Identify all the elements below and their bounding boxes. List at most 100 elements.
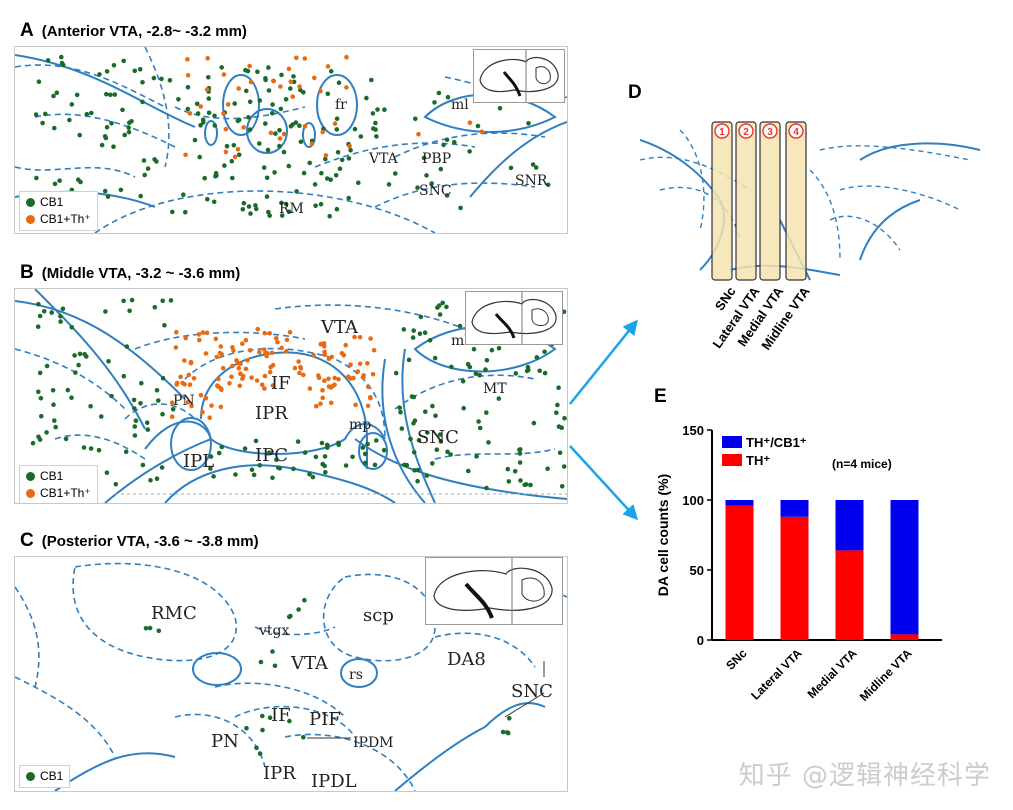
cb1-cell-dot	[294, 189, 299, 194]
panel-c-figure: RMC vtgx scp VTA rs DA8 SNC IF PIF IPDM …	[14, 556, 568, 792]
cb1-th-cell-dot	[235, 147, 241, 152]
cb1-th-cell-dot	[344, 85, 349, 90]
cb1-cell-dot	[72, 353, 77, 358]
cb1-th-cell-dot	[203, 396, 209, 401]
cb1-cell-dot	[343, 463, 349, 468]
cb1-th-cell-dot	[200, 409, 205, 415]
cb1-cell-dot	[113, 481, 119, 487]
cb1-cell-dot	[297, 123, 302, 128]
green-dot-icon	[26, 198, 35, 207]
cb1-cell-dot	[530, 162, 536, 167]
cb1-th-cell-dot	[254, 378, 260, 383]
column-number: 4	[793, 127, 799, 138]
cb1-cell-dot	[257, 98, 263, 103]
cb1-th-cell-dot	[479, 129, 485, 135]
region-label-ml: ml	[451, 333, 469, 349]
cb1-th-cell-dot	[204, 330, 210, 336]
cb1-cell-dot	[104, 470, 110, 475]
cb1-cell-dot	[444, 304, 449, 310]
panel-e-letter: E	[654, 386, 667, 407]
cb1-cell-dot	[147, 625, 153, 631]
x-tick-label: SNc	[723, 646, 750, 673]
cb1-th-cell-dot	[259, 382, 265, 387]
cb1-cell-dot	[264, 194, 270, 199]
cb1-cell-dot	[148, 478, 153, 483]
cb1-cell-dot	[121, 298, 126, 304]
cb1-cell-dot	[545, 182, 551, 188]
cb1-cell-dot	[358, 134, 364, 139]
cb1-cell-dot	[266, 450, 272, 455]
cb1-cell-dot	[60, 306, 66, 312]
panel-b-atlas-drawing: VTA ml MT PN IF IPR mp SNC IPL IPC	[15, 289, 567, 503]
cb1-cell-dot	[39, 413, 44, 419]
panel-a-atlas-inset	[473, 49, 565, 103]
region-label-pbp: PBP	[422, 151, 451, 167]
cb1-cell-dot	[140, 99, 145, 105]
cb1-cell-dot	[346, 195, 352, 201]
cb1-cell-dot	[557, 450, 563, 456]
cb1-cell-dot	[168, 298, 174, 303]
cb1-th-cell-dot	[332, 121, 338, 126]
cb1-cell-dot	[312, 182, 318, 187]
cb1-cell-dot	[245, 68, 251, 74]
cb1-cell-dot	[288, 86, 293, 91]
cb1-th-cell-dot	[257, 349, 262, 355]
cb1-th-cell-dot	[240, 341, 245, 346]
cb1-cell-dot	[36, 389, 41, 395]
cb1-th-cell-dot	[467, 120, 473, 125]
cb1-cell-dot	[436, 90, 442, 96]
cb1-cell-dot	[156, 398, 161, 403]
cb1-cell-dot	[505, 466, 511, 472]
cb1-th-cell-dot	[185, 73, 191, 78]
panel-a-legend: CB1 CB1+Th⁺	[19, 191, 98, 231]
cb1-cell-dot	[273, 131, 278, 136]
cb1-cell-dot	[497, 105, 503, 111]
cb1-th-cell-dot	[236, 86, 241, 91]
cb1-th-cell-dot	[348, 362, 353, 367]
cb1-cell-dot	[195, 111, 201, 116]
cb1-cell-dot	[477, 425, 483, 431]
cb1-th-cell-dot	[271, 78, 276, 84]
watermark: 知乎 @逻辑神经科学	[738, 761, 991, 791]
cb1-cell-dot	[51, 93, 56, 99]
cb1-th-cell-dot	[207, 415, 212, 420]
column-badge	[714, 123, 730, 139]
cb1-cell-dot	[562, 415, 567, 421]
cb1-th-cell-dot	[248, 79, 254, 85]
x-tick-label: Midline VTA	[857, 646, 915, 704]
cb1-cell-dot	[247, 127, 253, 132]
cb1-th-cell-dot	[262, 330, 267, 336]
cb1-th-cell-dot	[320, 129, 326, 135]
cb1-cell-dot	[334, 206, 340, 212]
cb1-th-cell-dot	[290, 94, 296, 99]
cb1-cell-dot	[185, 106, 191, 112]
cb1-cell-dot	[322, 463, 327, 469]
cb1-cell-dot	[52, 181, 58, 187]
cb1-cell-dot	[121, 373, 127, 379]
cb1-cell-dot	[313, 203, 318, 208]
cb1-cell-dot	[213, 171, 219, 176]
cb1-cell-dot	[257, 751, 263, 756]
cb1-cell-dot	[30, 440, 36, 446]
cb1-cell-dot	[52, 125, 57, 131]
legend-label: CB1+Th⁺	[40, 486, 91, 500]
cb1-cell-dot	[44, 363, 50, 369]
cb1-cell-dot	[531, 420, 537, 426]
cb1-th-cell-dot	[236, 365, 242, 371]
arrow-to-d	[569, 319, 638, 405]
cb1-cell-dot	[202, 175, 207, 181]
bar-segment	[725, 500, 754, 506]
cb1-th-cell-dot	[281, 131, 287, 137]
region-label-ipl: IPL	[183, 451, 214, 472]
cb1-cell-dot	[96, 447, 102, 453]
cb1-th-cell-dot	[237, 383, 243, 389]
cb1-cell-dot	[51, 402, 56, 407]
cb1-cell-dot	[427, 338, 433, 343]
cb1-cell-dot	[534, 355, 540, 360]
cb1-cell-dot	[143, 626, 149, 631]
cb1-cell-dot	[484, 410, 489, 415]
cb1-cell-dot	[559, 484, 565, 489]
region-label-snr: SNR	[515, 173, 548, 189]
cb1-cell-dot	[206, 96, 212, 101]
cb1-cell-dot	[307, 160, 313, 166]
